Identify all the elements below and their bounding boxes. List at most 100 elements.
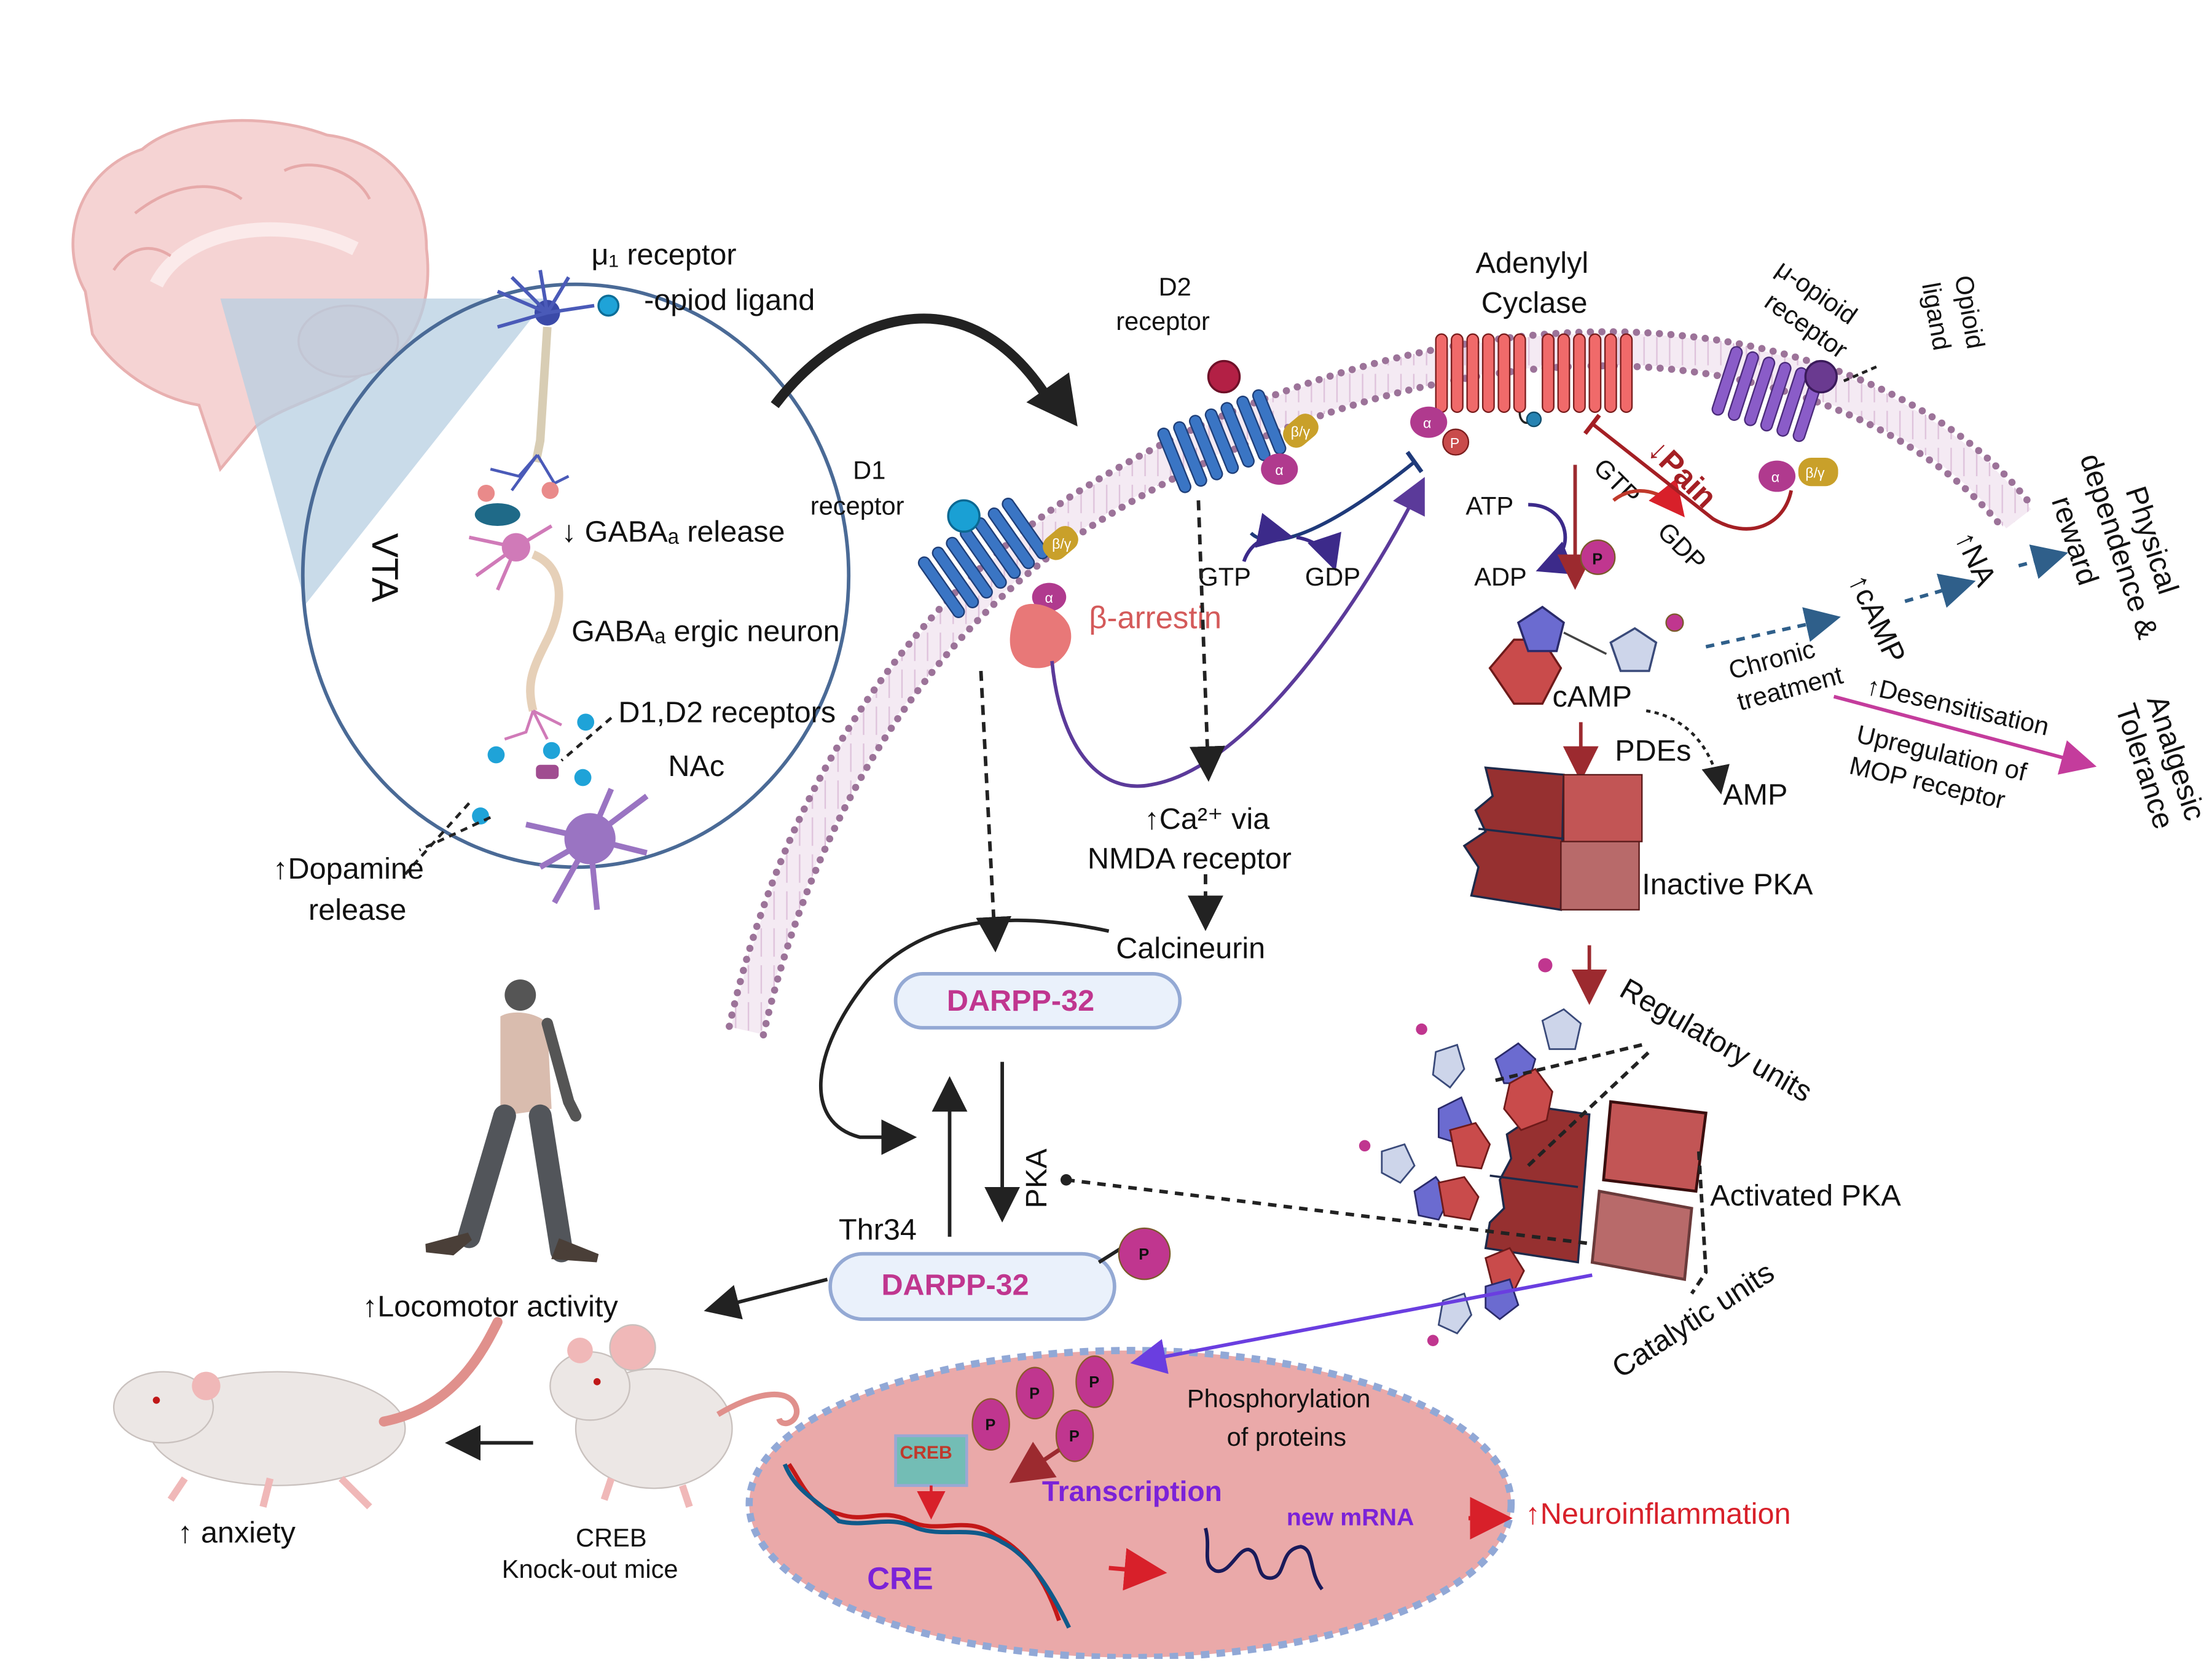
creb-box: CREB [894, 1434, 968, 1488]
d1-receptor: β/γ α [917, 498, 1078, 668]
na-to-dependence-arrow [2018, 544, 2068, 579]
nac-label: NAc [668, 750, 724, 783]
mor-alpha-label: α [1771, 469, 1779, 485]
transition-arrow [771, 313, 1057, 409]
transcription-label: Transcription [1042, 1475, 1222, 1507]
d2-beta-gamma-label: β/γ [1291, 423, 1311, 439]
darpp32-bottom-label: DARPP-32 [881, 1269, 1029, 1302]
camp-to-na-arrow [1904, 573, 1976, 608]
ac-p-label: P [1450, 435, 1459, 451]
d2-label: D2 [1159, 272, 1191, 301]
d2-ligand [1207, 359, 1241, 394]
brain-illustration [71, 119, 547, 605]
rat-anxiety [112, 1317, 503, 1510]
darpp32-top-label: DARPP-32 [947, 984, 1094, 1017]
inhibition-bar [1405, 450, 1424, 474]
walking-person [425, 979, 599, 1263]
d1-label: D1 [853, 456, 885, 485]
p-label-3: P [985, 1417, 995, 1434]
atp-label: ATP [1465, 492, 1513, 520]
dopamine-release-label-2: release [308, 893, 406, 927]
phosphorylation-label: Phosphorylation [1187, 1384, 1371, 1413]
pka-label: PKA [1020, 1148, 1053, 1209]
d1-beta-gamma-label: β/γ [1052, 536, 1072, 552]
opioid-ligand-dot-2 [1804, 359, 1838, 394]
activated-pka-label: Activated PKA [1710, 1179, 1901, 1212]
inactive-pka-label: Inactive PKA [1642, 868, 1813, 901]
ac-alpha-label: α [1423, 415, 1431, 431]
d2-receptor: β/γ α [1157, 359, 1319, 493]
creb-ko-label: CREB [576, 1523, 647, 1552]
creb-ko-mouse [549, 1324, 800, 1508]
up-camp-label: ↑cAMP [1842, 569, 1912, 668]
calcineurin-label: Calcineurin [1116, 931, 1265, 965]
new-mrna-label: new mRNA [1287, 1504, 1414, 1531]
darpp32-top[interactable]: DARPP-32 [893, 971, 1182, 1030]
locomotor-label: ↑Locomotor activity [363, 1290, 618, 1323]
nmda-label: NMDA receptor [1088, 842, 1292, 876]
phospho-proteins: P P P P [971, 1355, 1114, 1462]
opioid-ligand-label-3: ligand [1916, 280, 1957, 353]
camp-molecule [1488, 605, 1684, 705]
adenylyl-cyclase: α P [1410, 333, 1633, 456]
gaba-neuron [468, 482, 563, 741]
dna-helix [782, 1463, 1071, 1629]
up-na-label: ↑NA [1948, 526, 2002, 592]
dopamine-ligand-d1 [947, 499, 981, 533]
d1-receptor-label: receptor [810, 492, 904, 520]
gdp-label-left: GDP [1305, 562, 1360, 591]
camp-label: cAMP [1552, 680, 1632, 713]
mor-beta-gamma-label: β/γ [1805, 464, 1825, 480]
amp-label: AMP [1723, 778, 1787, 812]
d2-alpha-label: α [1275, 462, 1283, 478]
pdes-label: PDEs [1615, 734, 1691, 767]
darpp32-bottom[interactable]: DARPP-32 P [828, 1227, 1171, 1321]
darpp-to-locomotor-arrow [704, 1277, 828, 1320]
d2-receptor-label: receptor [1116, 307, 1210, 335]
regulatory-units-label: Regulatory units [1614, 972, 1818, 1108]
d1-to-darpp-arrow [976, 670, 1012, 953]
cell-membrane [726, 328, 2037, 1039]
ac-label: Adenylyl [1476, 246, 1589, 280]
p-label-2: P [1089, 1374, 1099, 1391]
opioid-ligand-dot [597, 294, 620, 317]
gaba-neuron-label: GABAₐ ergic neuron [571, 614, 840, 648]
mor-inhibition-bar [1583, 414, 1601, 435]
thr34-label: Thr34 [839, 1213, 917, 1246]
mrna-strand [1204, 1527, 1324, 1591]
neuroinflammation-label: ↑Neuroinflammation [1526, 1497, 1791, 1531]
nac-neuron [404, 713, 649, 911]
p-label-4: P [1069, 1428, 1080, 1445]
ac-label-2: Cyclase [1481, 286, 1588, 319]
pka-connector-line [1065, 1178, 1593, 1246]
mu1-receptor-label: μ₁ receptor [591, 238, 736, 271]
tolerance-arrow [1833, 694, 2097, 775]
d1d2-receptors-label: D1,D2 receptors [618, 696, 836, 729]
opioid-ligand-label: -opiod ligand [644, 283, 815, 316]
pdes-arrow [1645, 709, 1730, 795]
gdp-label-right: GDP [1652, 517, 1712, 576]
mor-inhibit-ac-line [1591, 422, 1794, 531]
beta-arrestin-label: β-arrestin [1089, 600, 1222, 635]
transition-arrowhead [1026, 372, 1078, 427]
gaba-release-label: ↓ GABAₐ release [562, 515, 785, 548]
camp-to-up-camp-arrow [1705, 607, 1841, 649]
calcineurin-dephospho-arrow [818, 918, 1110, 1155]
p-label-1: P [1029, 1386, 1040, 1403]
ac-p-bubble-label: P [1592, 551, 1602, 568]
creb-label: CREB [900, 1443, 952, 1463]
vta-label: VTA [364, 533, 406, 603]
arrestin-activation-arrow [1050, 477, 1425, 788]
mu-opioid-receptor: α β/γ [1711, 346, 1877, 492]
d2-to-ca-arrow [1190, 500, 1225, 782]
pka-to-nucleus-arrow [1130, 1273, 1593, 1374]
ca-label: ↑Ca²⁺ via [1144, 802, 1270, 836]
d1-alpha-label: α [1045, 590, 1053, 606]
inactive-pka [1462, 766, 1643, 911]
beta-arrestin-shape [1010, 603, 1072, 668]
gtp-label-left: GTP [1198, 562, 1251, 591]
cre-label: CRE [867, 1561, 933, 1596]
anxiety-label: ↑ anxiety [178, 1516, 296, 1549]
